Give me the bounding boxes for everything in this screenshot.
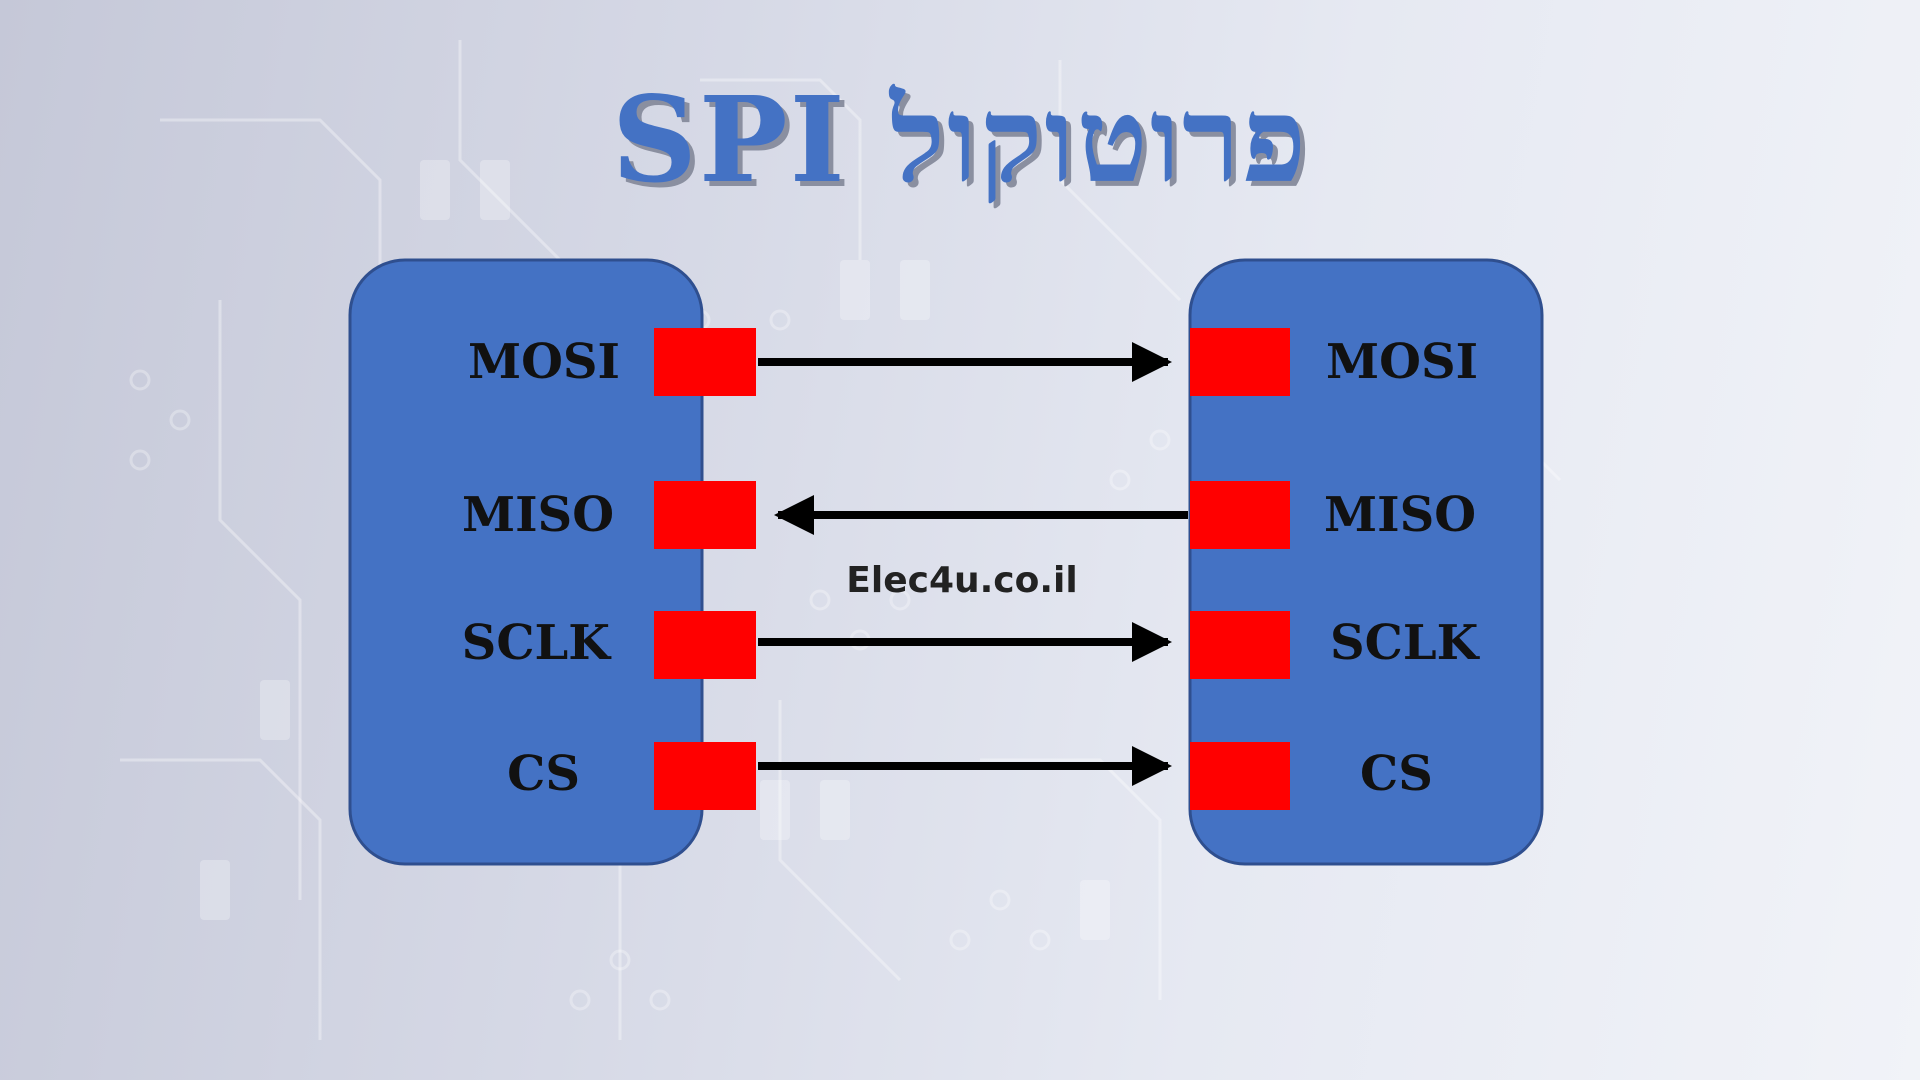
slave-label-sclk: SCLK — [1330, 615, 1481, 671]
slave-chip — [1188, 258, 1544, 866]
page-title: פרוטוקול SPI — [611, 70, 1309, 209]
watermark-text: Elec4u.co.il — [846, 560, 1077, 601]
master-label-sclk: SCLK — [462, 615, 613, 671]
master-pin-cs — [654, 742, 756, 810]
master-label-mosi: MOSI — [468, 334, 620, 390]
slave-pin-mosi — [1190, 328, 1290, 396]
slave-label-miso: MISO — [1324, 487, 1476, 543]
master-pin-miso — [654, 481, 756, 549]
master-label-miso: MISO — [462, 487, 614, 543]
slave-label-cs: CS — [1360, 746, 1433, 802]
master-pin-mosi — [654, 328, 756, 396]
slave-pin-miso — [1190, 481, 1290, 549]
master-chip — [348, 258, 704, 866]
master-pin-sclk — [654, 611, 756, 679]
slave-label-mosi: MOSI — [1326, 334, 1478, 390]
slave-pin-cs — [1190, 742, 1290, 810]
slave-pin-sclk — [1190, 611, 1290, 679]
master-label-cs: CS — [507, 746, 580, 802]
